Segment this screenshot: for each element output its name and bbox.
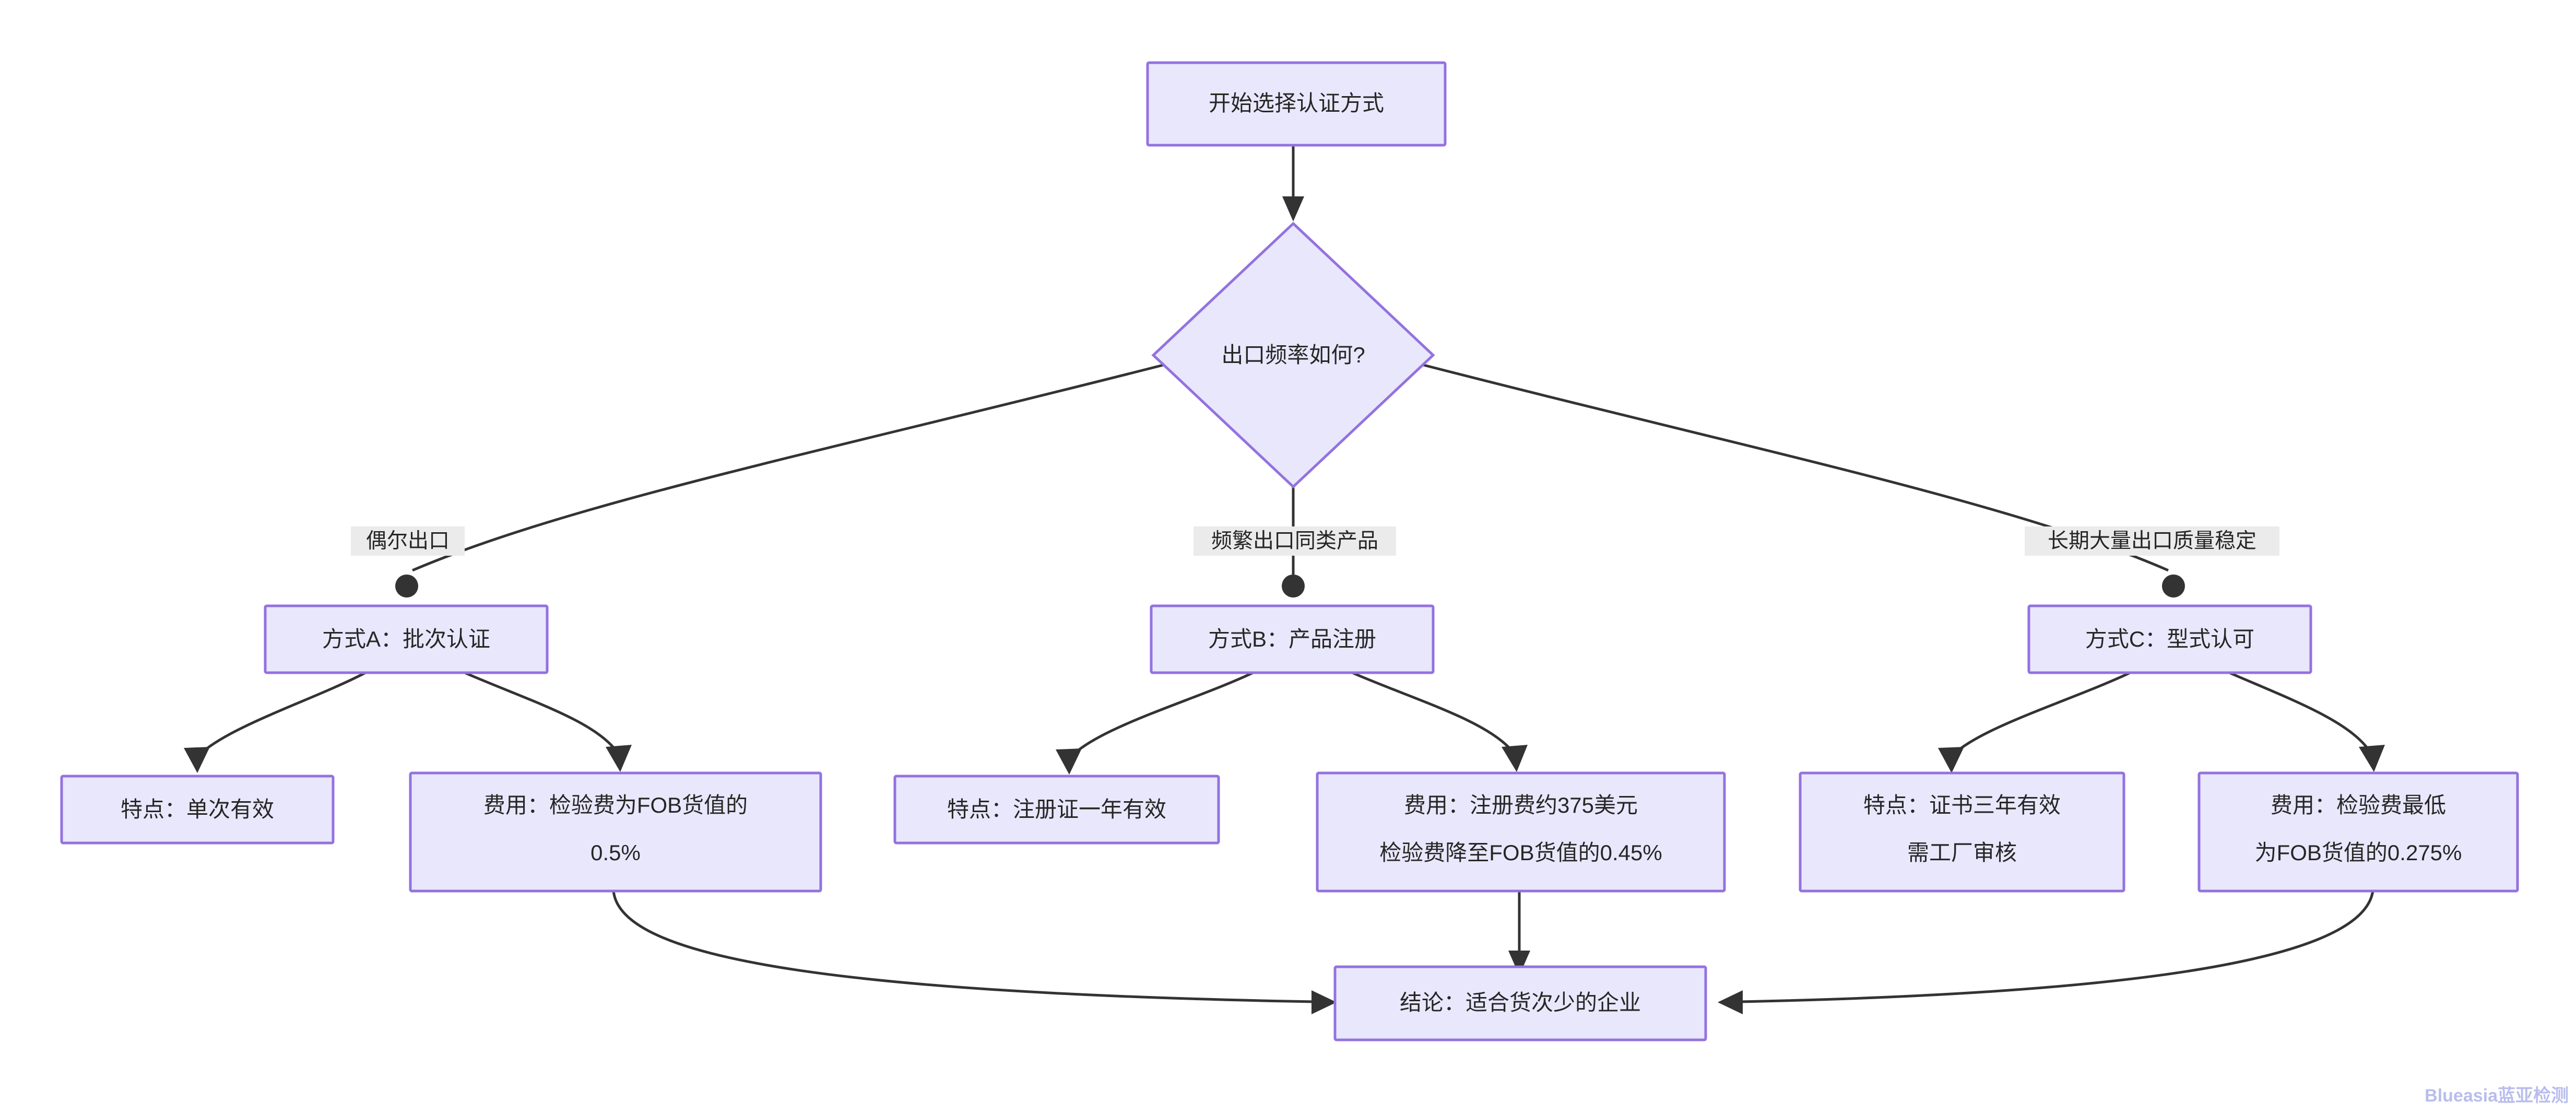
edge-label-to-method-c: 长期大量出口质量稳定	[2025, 526, 2279, 556]
node-a-cost[interactable]: 费用：检验费为FOB货值的 0.5%	[409, 771, 822, 893]
node-c-cost-line1: 费用：检验费最低	[2271, 793, 2446, 817]
edge-decision-to-method-c	[1409, 360, 2185, 597]
edge-method-c-to-cost	[2229, 671, 2385, 772]
edge-method-b-to-cost	[1352, 671, 1528, 772]
node-method-b-label: 方式B：产品注册	[1208, 627, 1376, 651]
edge-label-to-method-b-text: 频繁出口同类产品	[1211, 530, 1378, 553]
edge-label-to-method-b: 频繁出口同类产品	[1194, 526, 1396, 556]
edge-label-to-method-a-text: 偶尔出口	[366, 530, 450, 553]
node-start[interactable]: 开始选择认证方式	[1146, 61, 1447, 147]
edge-a-cost-to-conclusion	[612, 890, 1337, 1014]
edge-start-to-decision	[1282, 145, 1304, 221]
node-c-feature-line2: 需工厂审核	[1907, 840, 2017, 865]
edge-method-a-to-feature	[184, 671, 367, 773]
node-a-cost-line2: 0.5%	[590, 840, 641, 865]
edge-label-to-method-a: 偶尔出口	[351, 526, 465, 556]
edge-b-cost-to-conclusion	[1508, 891, 1530, 976]
node-method-a[interactable]: 方式A：批次认证	[264, 604, 549, 674]
node-method-c[interactable]: 方式C：型式认可	[2027, 604, 2312, 674]
node-conclusion-label: 结论：适合货次少的企业	[1400, 990, 1641, 1015]
edge-c-cost-to-conclusion	[1718, 890, 2374, 1014]
watermark-label: Blueasia蓝亚检测	[2425, 1085, 2569, 1106]
edge-method-c-to-feature	[1938, 671, 2131, 773]
node-conclusion[interactable]: 结论：适合货次少的企业	[1333, 965, 1707, 1041]
node-method-b[interactable]: 方式B：产品注册	[1150, 604, 1435, 674]
node-b-cost-line2: 检验费降至FOB货值的0.45%	[1379, 840, 1662, 865]
node-method-c-label: 方式C：型式认可	[2085, 627, 2254, 651]
node-c-feature[interactable]: 特点：证书三年有效 需工厂审核	[1799, 771, 2125, 893]
node-a-cost-line1: 费用：检验费为FOB货值的	[483, 793, 748, 817]
edge-method-a-to-cost	[464, 671, 632, 772]
node-b-cost[interactable]: 费用：注册费约375美元 检验费降至FOB货值的0.45%	[1316, 771, 1726, 893]
node-b-feature[interactable]: 特点：注册证一年有效	[893, 775, 1220, 845]
node-c-cost[interactable]: 费用：检验费最低 为FOB货值的0.275%	[2197, 771, 2519, 893]
node-c-feature-line1: 特点：证书三年有效	[1863, 793, 2061, 817]
node-c-cost-line2: 为FOB货值的0.275%	[2255, 840, 2462, 865]
node-a-feature-line1: 特点：单次有效	[121, 797, 274, 822]
node-b-feature-line1: 特点：注册证一年有效	[947, 797, 1166, 822]
node-a-feature[interactable]: 特点：单次有效	[60, 775, 335, 845]
edge-label-to-method-c-text: 长期大量出口质量稳定	[2048, 530, 2256, 553]
node-decision-label: 出口频率如何?	[1221, 343, 1365, 367]
node-start-label: 开始选择认证方式	[1209, 91, 1384, 115]
edge-method-b-to-feature	[1056, 671, 1254, 775]
edge-decision-to-method-a	[395, 360, 1178, 597]
node-method-a-label: 方式A：批次认证	[322, 627, 490, 651]
node-decision[interactable]: 出口频率如何?	[1151, 221, 1435, 489]
node-b-cost-line1: 费用：注册费约375美元	[1404, 793, 1638, 817]
